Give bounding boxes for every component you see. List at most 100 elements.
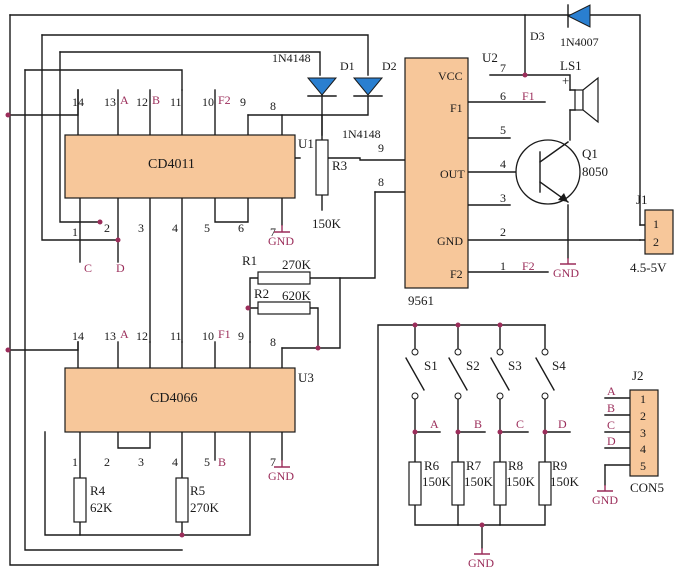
ic-u2: U2 VCC F1 OUT GND F2 7 6 5 4 3 2 1 9 8 F…: [378, 50, 579, 308]
u3-pin-3: 3: [138, 455, 144, 469]
u3-pin-8: 8: [270, 335, 276, 349]
r3-body: [315, 139, 329, 196]
j2-body: [629, 389, 659, 477]
r3-value: 150K: [312, 216, 342, 231]
u2-gnd-label: GND: [553, 266, 579, 280]
q1-type: 8050: [582, 164, 608, 179]
u2-pin-6: 6: [500, 89, 506, 103]
u1-net-b: B: [152, 93, 160, 107]
switch-net-d: D: [558, 417, 567, 431]
switch-gnd-symbol: [474, 548, 490, 555]
u3-pin-2: 2: [104, 455, 110, 469]
u1-net-d: D: [116, 261, 125, 275]
connector-j1: J1 1 2 4.5-5V: [630, 192, 674, 275]
u3-pin-9: 9: [238, 329, 244, 343]
u1-gnd-label: GND: [268, 234, 294, 248]
d3-ref: D3: [530, 29, 545, 43]
r5-body: [175, 477, 189, 523]
j2-gnd-label: GND: [592, 493, 618, 507]
u2-label-vcc: VCC: [438, 69, 463, 83]
d2-type: 1N4148: [342, 127, 381, 141]
j2-net-b: B: [607, 401, 615, 415]
u3-body: [64, 367, 296, 433]
j2-pin-5: 5: [640, 459, 646, 473]
switch-s1-label: S1: [424, 358, 438, 373]
switch-gnd-label: GND: [468, 556, 494, 570]
q1-ref: Q1: [582, 146, 598, 161]
u1-pin-2: 2: [104, 221, 110, 235]
u2-name: 9561: [408, 293, 434, 308]
r7-body: [451, 461, 465, 506]
u3-pin-5: 5: [204, 455, 210, 469]
j2-net-d: D: [607, 434, 616, 448]
switch-net-b: B: [474, 417, 482, 431]
switch-net-c: C: [516, 417, 524, 431]
speaker-plus: +: [562, 73, 569, 88]
u1-pin-12: 12: [136, 95, 148, 109]
speaker-ref: LS1: [560, 58, 582, 73]
u1-pin-4: 4: [172, 221, 178, 235]
u1-net-a: A: [120, 93, 129, 107]
d2-diode-icon: [352, 77, 384, 96]
r1-body: [257, 271, 311, 285]
u2-gnd-symbol: [560, 258, 576, 265]
r6-ref: R6: [424, 458, 440, 473]
r2-value: 620K: [282, 288, 312, 303]
ic-u3: CD4066 U3 14 13 12 11 10 9 8 A F1 1 2 3 …: [64, 327, 314, 483]
r2-ref: R2: [254, 286, 269, 301]
j2-name: CON5: [630, 480, 664, 495]
d3-type: 1N4007: [560, 35, 599, 49]
resistor-r1-r2: R1 270K R2 620K: [242, 253, 312, 315]
u1-pin-1: 1: [72, 225, 78, 239]
u1-pin-3: 3: [138, 221, 144, 235]
r9-body: [538, 461, 552, 506]
u3-name: CD4066: [150, 391, 197, 406]
u1-net-f2: F2: [218, 93, 231, 107]
u2-ref: U2: [482, 50, 498, 65]
u2-net-f1: F1: [522, 89, 535, 103]
r8-body: [493, 461, 507, 506]
pulldown-resistors: R6 150K R7 150K R8 150K R9 150K GND: [408, 458, 580, 570]
j2-pin-2: 2: [640, 409, 646, 423]
u1-pin-8: 8: [270, 99, 276, 113]
u2-pin-1: 1: [500, 259, 506, 273]
j2-pin-4: 4: [640, 442, 646, 456]
u2-pin-2: 2: [500, 225, 506, 239]
u2-pin-8: 8: [378, 175, 384, 189]
j1-pin-2: 2: [653, 235, 659, 249]
connector-j2: J2 1 2 3 4 5 A B C D GND CON5: [592, 368, 664, 507]
u2-pin-9: 9: [378, 141, 384, 155]
u3-pin-4: 4: [172, 455, 178, 469]
switch-s2: S2: [448, 348, 480, 400]
junctions: [5, 72, 548, 538]
d1-type: 1N4148: [272, 51, 311, 65]
j2-net-c: C: [607, 418, 615, 432]
u1-pin-9: 9: [240, 95, 246, 109]
r6-body: [408, 461, 422, 506]
ic-u1: CD4011 U1 14 13 12 11 10 9 8 A B F2 1 2 …: [64, 93, 314, 275]
speaker-icon: [574, 89, 584, 111]
r4-ref: R4: [90, 483, 106, 498]
u3-ref: U3: [298, 370, 314, 385]
speaker-ls1: LS1 +: [560, 58, 599, 124]
r6-value: 150K: [422, 474, 452, 489]
u1-pin-6: 6: [238, 221, 244, 235]
u2-net-f2: F2: [522, 259, 535, 273]
u3-net-b: B: [218, 455, 226, 469]
d3-diode-icon: [566, 4, 591, 28]
q1-transistor-icon: [515, 139, 581, 205]
u1-name: CD4011: [148, 157, 195, 172]
u1-pin-5: 5: [204, 221, 210, 235]
r8-ref: R8: [508, 458, 523, 473]
u1-body: [64, 134, 296, 199]
j2-pin-3: 3: [640, 426, 646, 440]
u3-net-a: A: [120, 327, 129, 341]
u3-pin-12: 12: [136, 329, 148, 343]
r2-body: [257, 301, 311, 315]
u1-pin-11: 11: [170, 95, 182, 109]
u2-body: [404, 57, 469, 289]
r7-ref: R7: [466, 458, 482, 473]
u2-pin-4: 4: [500, 157, 506, 171]
u2-label-f1: F1: [450, 101, 463, 115]
